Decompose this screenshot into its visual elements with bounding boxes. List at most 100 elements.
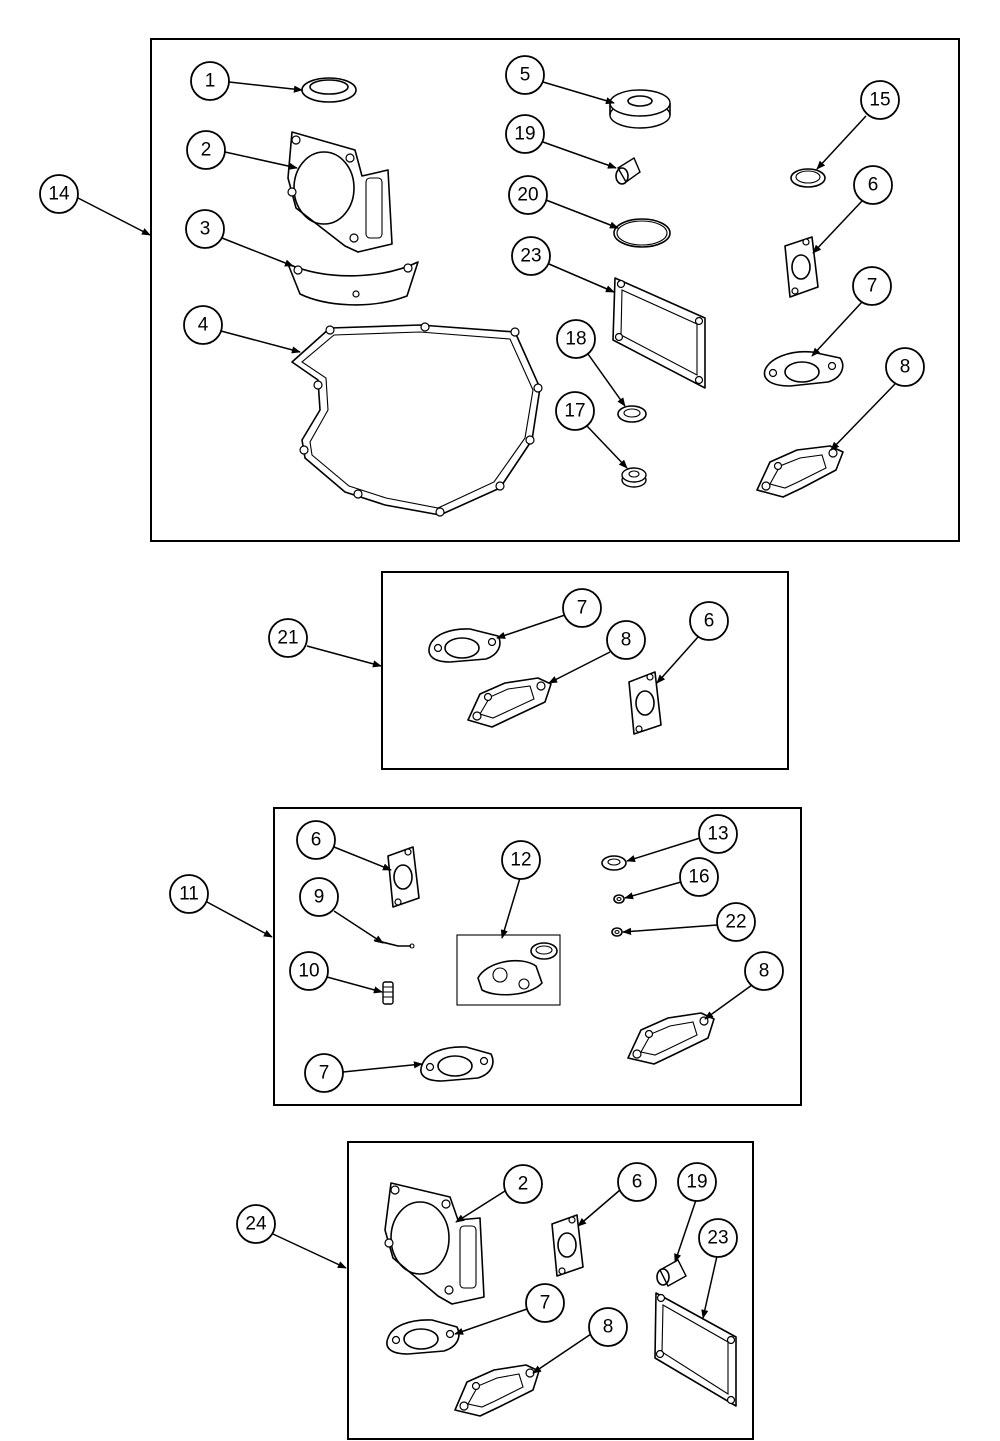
- leader-a4: [220, 330, 301, 354]
- callout-b7: 7: [562, 588, 602, 628]
- leader-a19: [542, 141, 617, 169]
- callout-a5: 5: [505, 55, 545, 95]
- part-20-o-ring: [613, 218, 671, 248]
- svg-text:16: 16: [688, 867, 709, 888]
- callout-a17: 17: [555, 391, 595, 431]
- svg-text:8: 8: [759, 961, 770, 982]
- part-1-seal-ring: [301, 77, 357, 103]
- callout-14: 14: [39, 174, 79, 214]
- callout-a1: 1: [190, 61, 230, 101]
- svg-text:1: 1: [205, 71, 216, 92]
- part-6-gasket-b: [628, 671, 662, 735]
- leader-b8: [548, 651, 611, 684]
- svg-text:3: 3: [200, 219, 211, 240]
- callout-c6: 6: [296, 820, 336, 860]
- leader-d7: [454, 1308, 528, 1335]
- leader-c10: [326, 976, 383, 994]
- svg-text:4: 4: [198, 315, 209, 336]
- part-15-ring: [790, 168, 826, 188]
- svg-text:20: 20: [517, 185, 538, 206]
- svg-text:8: 8: [900, 357, 911, 378]
- callout-21: 21: [268, 618, 308, 658]
- svg-text:7: 7: [867, 276, 878, 297]
- callout-d6: 6: [617, 1162, 657, 1202]
- callout-d7: 7: [525, 1283, 565, 1323]
- part-18-washer: [617, 405, 647, 423]
- callout-a19: 19: [505, 114, 545, 154]
- part-8-gasket: [756, 445, 844, 498]
- callout-24: 24: [236, 1204, 276, 1244]
- part-2-head-gasket-d: [384, 1182, 485, 1305]
- part-16-washer: [613, 894, 625, 904]
- callout-c8: 8: [744, 951, 784, 991]
- svg-text:23: 23: [707, 1228, 728, 1249]
- part-4-crankcase-gasket: [291, 322, 543, 517]
- part-17-seal: [621, 467, 647, 488]
- leader-d19: [674, 1199, 697, 1263]
- callout-d8: 8: [588, 1307, 628, 1347]
- kit-box-a: [150, 38, 960, 542]
- leader-d6: [577, 1189, 621, 1227]
- callout-d2: 2: [503, 1164, 543, 1204]
- svg-text:6: 6: [632, 1172, 643, 1193]
- callout-a6: 6: [853, 165, 893, 205]
- leader-c13: [626, 837, 701, 862]
- part-19-sleeve-d: [656, 1259, 687, 1287]
- callout-a7: 7: [852, 266, 892, 306]
- leader-d2: [455, 1190, 506, 1223]
- leader-a23: [548, 263, 615, 293]
- leader-b7: [496, 614, 566, 639]
- part-23-cover-gasket: [612, 277, 706, 389]
- leader-a1: [228, 81, 303, 93]
- leader-a20: [545, 199, 619, 229]
- part-8-gasket-d: [454, 1364, 540, 1417]
- svg-text:23: 23: [520, 246, 541, 267]
- leader-a8: [830, 383, 896, 451]
- svg-text:6: 6: [868, 175, 879, 196]
- kit-box-b: [381, 571, 789, 770]
- leader-14: [77, 197, 151, 236]
- svg-text:2: 2: [518, 1174, 529, 1195]
- callout-a15: 15: [860, 80, 900, 120]
- callout-d23: 23: [698, 1218, 738, 1258]
- callout-b8: 8: [606, 620, 646, 660]
- leader-c22: [622, 924, 718, 935]
- leader-a7: [811, 301, 863, 357]
- svg-text:7: 7: [577, 598, 588, 619]
- callout-11: 11: [169, 874, 209, 914]
- leader-d8: [532, 1333, 592, 1374]
- leader-a18: [587, 353, 626, 407]
- leader-21: [306, 645, 382, 668]
- leader-c7: [342, 1061, 423, 1073]
- callout-a20: 20: [508, 175, 548, 215]
- part-7-gasket-c: [420, 1046, 494, 1082]
- svg-text:15: 15: [869, 90, 890, 111]
- part-7-gasket-d: [386, 1319, 460, 1355]
- callout-a8: 8: [885, 347, 925, 387]
- callout-a3: 3: [185, 209, 225, 249]
- part-2-head-gasket: [287, 131, 393, 253]
- leader-a6: [812, 200, 863, 254]
- callout-d19: 19: [677, 1162, 717, 1202]
- part-12-carb-kit: [456, 934, 561, 1006]
- leader-d23: [701, 1255, 718, 1319]
- svg-text:21: 21: [277, 628, 298, 649]
- part-6-gasket-c: [387, 846, 420, 908]
- svg-text:19: 19: [514, 124, 535, 145]
- leader-24: [272, 1233, 347, 1269]
- callout-c7: 7: [304, 1053, 344, 1093]
- part-7-gasket-b: [428, 628, 501, 663]
- svg-text:24: 24: [245, 1214, 267, 1235]
- svg-text:11: 11: [179, 884, 199, 905]
- callout-c10: 10: [289, 951, 329, 991]
- part-6-gasket: [784, 236, 819, 298]
- callout-a2: 2: [186, 130, 226, 170]
- part-8-gasket-b: [467, 677, 552, 728]
- callout-b6: 6: [689, 601, 729, 641]
- svg-text:12: 12: [510, 850, 531, 871]
- svg-text:18: 18: [565, 329, 586, 350]
- leader-a5: [542, 81, 615, 105]
- part-6-gasket-d: [551, 1214, 584, 1277]
- part-7-gasket: [763, 350, 844, 387]
